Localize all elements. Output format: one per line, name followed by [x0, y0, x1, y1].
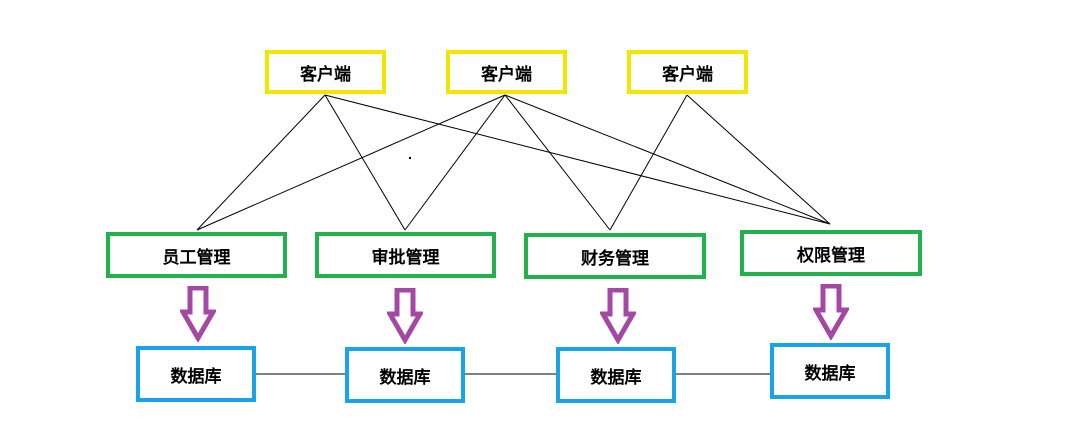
service-box-staff: 员工管理: [106, 232, 287, 278]
line-client2-permission: [504, 94, 831, 225]
service-label: 财务管理: [581, 248, 649, 269]
line-client2-finance: [504, 94, 611, 231]
database-label: 数据库: [170, 366, 222, 387]
client-box-2: 客户端: [446, 50, 567, 94]
client-box-1: 客户端: [265, 50, 386, 94]
down-arrow-icon: [180, 286, 216, 342]
service-label: 审批管理: [371, 247, 440, 268]
down-arrow-icon: [387, 288, 423, 344]
service-label: 员工管理: [162, 247, 231, 268]
stray-dot: [409, 157, 411, 159]
service-box-finance: 财务管理: [524, 233, 706, 279]
line-client1-staff: [196, 94, 326, 231]
line-client1-permission: [324, 94, 831, 225]
client-label: 客户端: [300, 64, 351, 85]
database-label: 数据库: [804, 363, 856, 384]
service-box-approval: 审批管理: [315, 232, 496, 278]
database-label: 数据库: [590, 367, 642, 388]
client-label: 客户端: [662, 64, 713, 85]
line-client1-approval: [324, 94, 406, 231]
line-client3-permission: [686, 94, 831, 225]
down-arrow-icon: [600, 288, 636, 344]
down-arrow-icon: [813, 284, 849, 340]
line-client2-staff: [196, 94, 506, 231]
line-client2-approval: [404, 94, 506, 231]
database-box-2: 数据库: [345, 347, 465, 403]
database-box-3: 数据库: [556, 347, 676, 403]
database-box-1: 数据库: [136, 346, 256, 402]
database-box-4: 数据库: [770, 343, 890, 399]
line-client3-finance: [609, 94, 688, 231]
service-label: 权限管理: [797, 245, 865, 266]
client-box-3: 客户端: [627, 50, 748, 94]
service-box-permission: 权限管理: [740, 230, 922, 276]
database-label: 数据库: [379, 367, 431, 388]
client-label: 客户端: [481, 64, 532, 85]
